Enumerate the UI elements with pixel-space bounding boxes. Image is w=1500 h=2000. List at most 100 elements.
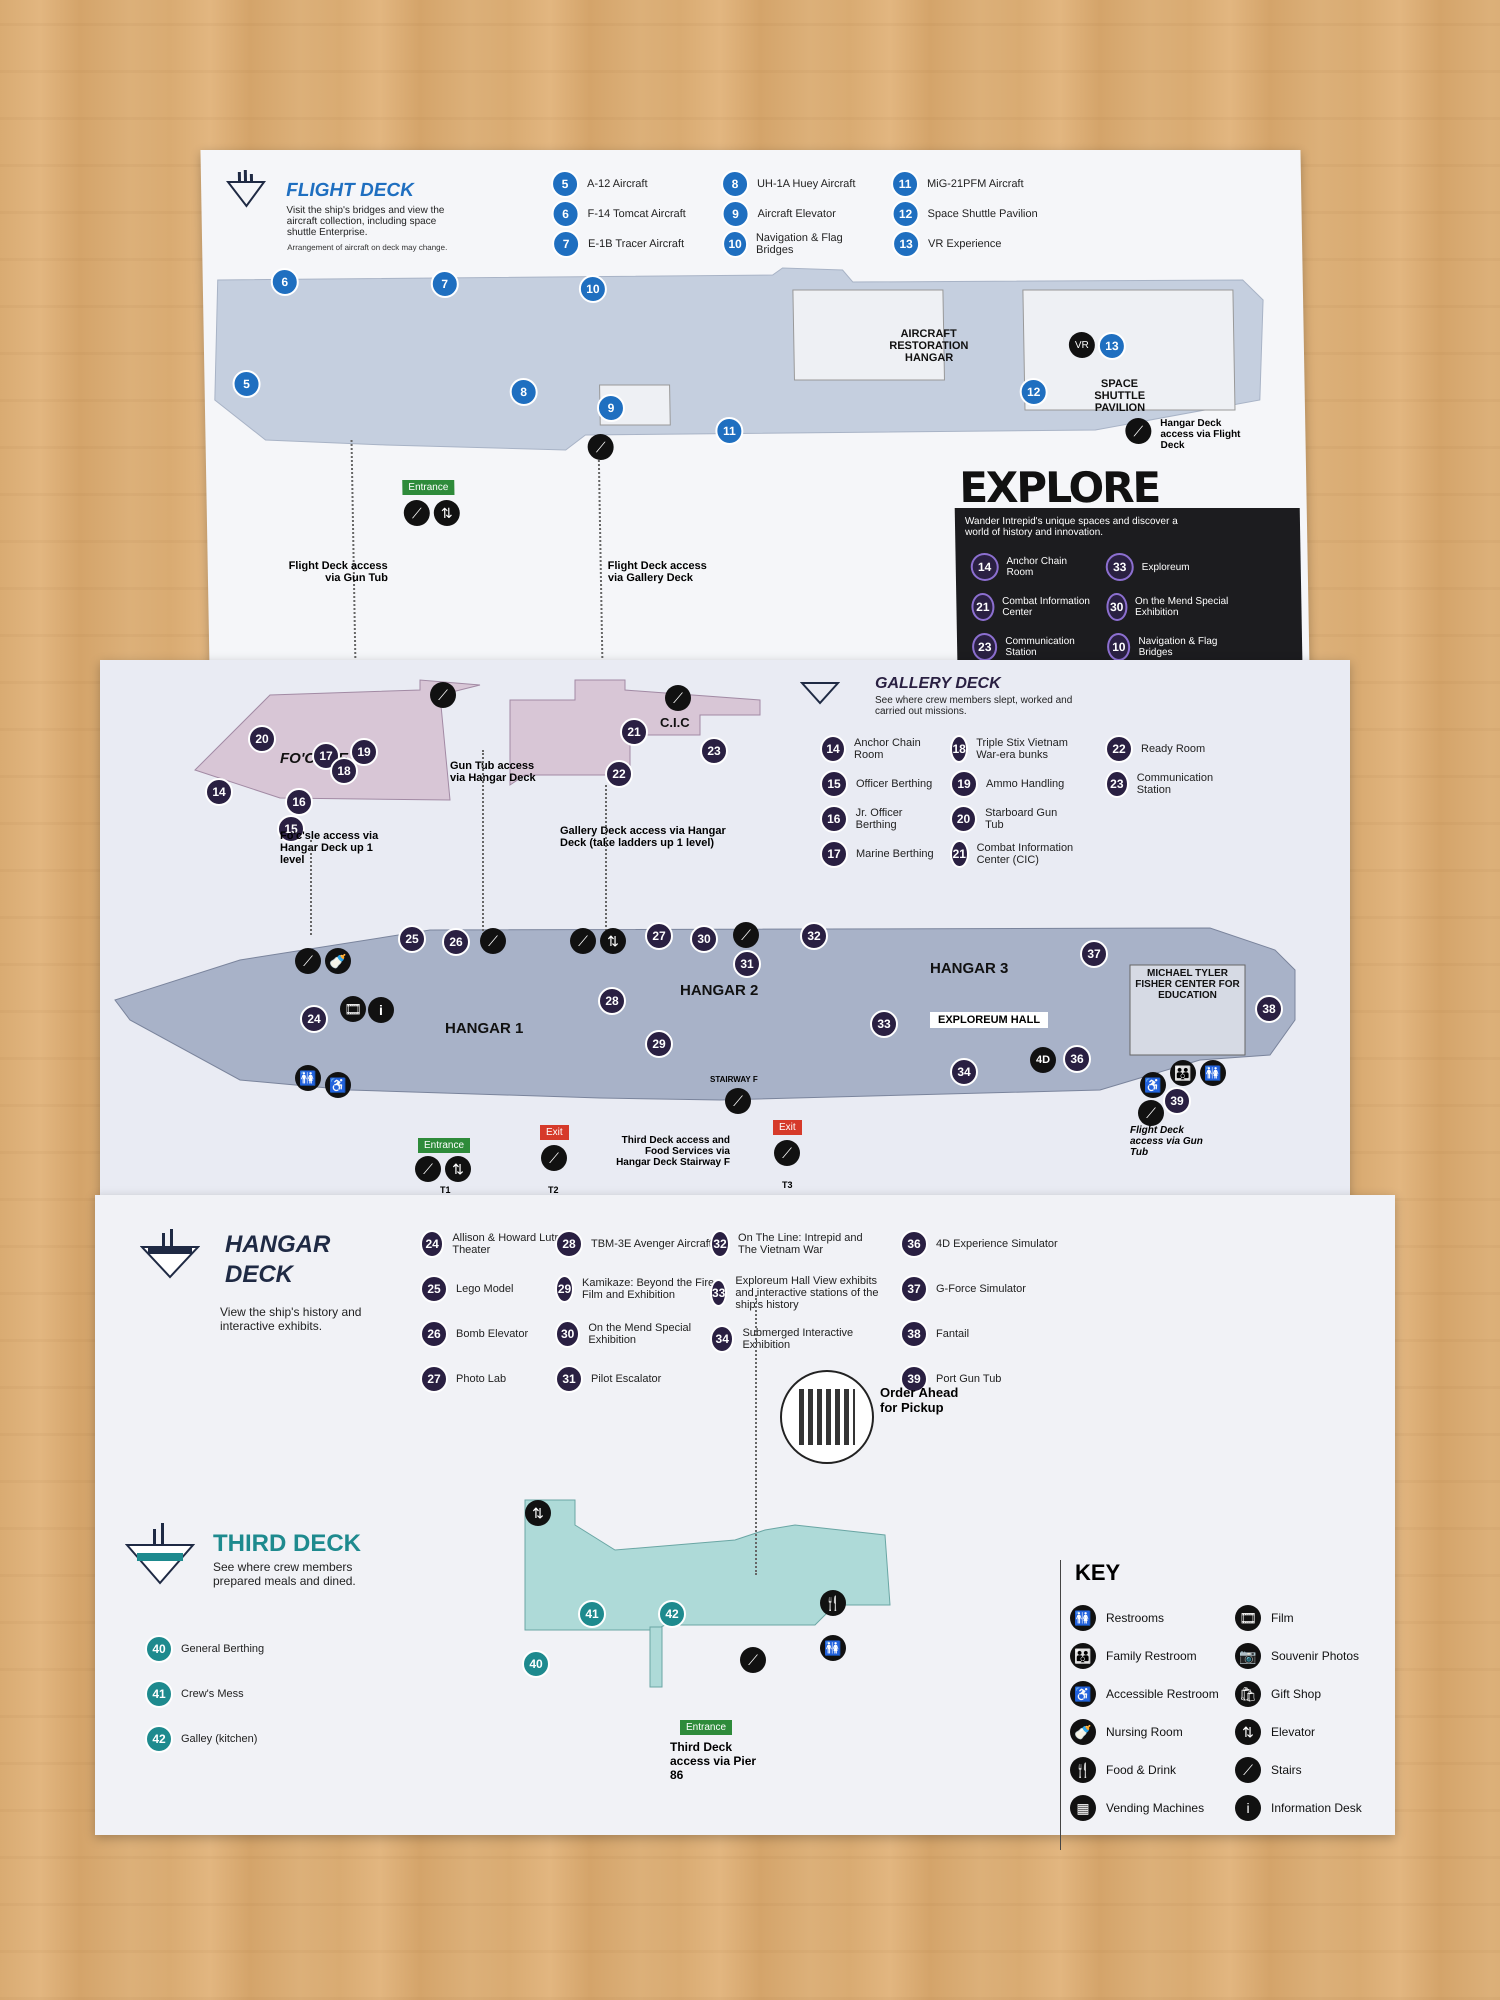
stairs-icon: ⟋ [480, 928, 506, 954]
marker-21[interactable]: 21 [620, 718, 648, 746]
explore-number: 30 [1106, 593, 1128, 621]
explore-label: Navigation & Flag Bridges [1138, 636, 1218, 658]
guntub-access-line [482, 750, 484, 935]
key-label: Souvenir Photos [1271, 1649, 1360, 1663]
flight-deck-panel: FLIGHT DECK Visit the ship's bridges and… [200, 150, 1310, 670]
legend-label: Photo Lab [456, 1373, 507, 1385]
marker-18[interactable]: 18 [330, 757, 358, 785]
marker-20[interactable]: 20 [248, 725, 276, 753]
legend-label: VR Experience [927, 238, 1002, 250]
exit-tag: Exit [540, 1125, 569, 1140]
cic-label: C.I.C [660, 715, 690, 730]
marker-5[interactable]: 5 [232, 370, 261, 398]
marker-34[interactable]: 34 [950, 1058, 978, 1086]
restroom-icon: 🚻 [1200, 1060, 1226, 1086]
stairway-f-line [755, 1295, 757, 1575]
stairs-icon: ⟋ [541, 1145, 567, 1171]
legend-number: 7 [551, 230, 581, 258]
exploreum-hall-label: EXPLOREUM HALL [930, 1012, 1049, 1028]
legend-number: 11 [890, 170, 920, 198]
marker-27[interactable]: 27 [645, 922, 673, 950]
elevator-icon: ⇅ [1235, 1719, 1261, 1745]
legend-label: Space Shuttle Pavilion [927, 208, 1038, 220]
legend-label: General Berthing [181, 1643, 265, 1655]
marker-6[interactable]: 6 [270, 268, 300, 296]
marker-40[interactable]: 40 [522, 1650, 550, 1678]
michael-fisher-label: MICHAEL TYLER FISHER CENTER FOR EDUCATIO… [1135, 968, 1240, 1001]
hangar-3-label: HANGAR 3 [930, 960, 1009, 977]
marker-30[interactable]: 30 [690, 925, 718, 953]
marker-36[interactable]: 36 [1063, 1045, 1091, 1073]
gallery-hangar-panel: GALLERY DECK See where crew members slep… [100, 660, 1350, 1200]
legend-number: 20 [950, 805, 978, 833]
marker-10[interactable]: 10 [578, 275, 608, 303]
marker-7[interactable]: 7 [430, 270, 460, 298]
marker-24[interactable]: 24 [300, 1005, 328, 1033]
legend-number: 16 [820, 805, 848, 833]
marker-19[interactable]: 19 [350, 738, 378, 766]
marker-37[interactable]: 37 [1080, 940, 1108, 968]
marker-25[interactable]: 25 [398, 925, 426, 953]
marker-13[interactable]: 13 [1097, 332, 1127, 360]
marker-12[interactable]: 12 [1019, 378, 1048, 406]
marker-8[interactable]: 8 [509, 378, 538, 406]
legend-label: Starboard Gun Tub [985, 807, 1058, 831]
marker-16[interactable]: 16 [285, 788, 313, 816]
legend-number: 14 [820, 735, 847, 763]
marker-39[interactable]: 39 [1163, 1087, 1191, 1115]
key-item: ▦Vending Machines [1070, 1795, 1204, 1821]
marker-38[interactable]: 38 [1255, 995, 1283, 1023]
stairs-icon: ⟋ [415, 1156, 441, 1182]
key-item: ⇅ Elevator [1235, 1719, 1315, 1745]
legend-label: Ready Room [1141, 743, 1206, 755]
legend-label: On The Line: Intrepid and The Vietnam Wa… [738, 1232, 863, 1256]
marker-26[interactable]: 26 [442, 928, 470, 956]
legend-number: 28 [555, 1230, 583, 1258]
legend-number: 29 [555, 1275, 575, 1303]
explore-label: Exploreum [1141, 561, 1190, 573]
marker-22[interactable]: 22 [605, 760, 633, 788]
legend-number: 38 [900, 1320, 928, 1348]
marker-32[interactable]: 32 [800, 922, 828, 950]
t2-label: T2 [548, 1185, 559, 1195]
marker-15[interactable]: 15 [277, 815, 305, 843]
legend-label: Navigation & Flag Bridges [755, 232, 843, 256]
marker-9[interactable]: 9 [596, 394, 626, 422]
legend-label: Officer Berthing [856, 778, 933, 790]
marker-41[interactable]: 41 [578, 1600, 606, 1628]
legend-number: 40 [145, 1635, 173, 1663]
marker-28[interactable]: 28 [598, 987, 626, 1015]
marker-14[interactable]: 14 [205, 778, 233, 806]
marker-23[interactable]: 23 [700, 737, 728, 765]
restroom-icon: 🚻 [820, 1635, 846, 1661]
focsle-access-line [310, 840, 312, 935]
info-icon: i [1235, 1795, 1261, 1821]
legend-label: Jr. Officer Berthing [855, 807, 903, 831]
marker-42[interactable]: 42 [658, 1600, 686, 1628]
legend-number: 6 [551, 200, 580, 228]
legend-item: 20 Starboard Gun Tub [950, 805, 1075, 833]
marker-31[interactable]: 31 [733, 950, 761, 978]
legend-number: 23 [1105, 770, 1129, 798]
qr-code[interactable] [780, 1370, 874, 1464]
stairway-f-label: STAIRWAY F [710, 1075, 758, 1084]
third-deck-access: Third Deck access via Pier 86 [670, 1740, 757, 1782]
marker-33[interactable]: 33 [870, 1010, 898, 1038]
explore-label: Combat Information Center [1001, 596, 1091, 618]
key-label: Elevator [1271, 1725, 1316, 1739]
marker-29[interactable]: 29 [645, 1030, 673, 1058]
family-restroom-icon: 👪 [1170, 1060, 1196, 1086]
stairs-icon: ⟋ [1125, 418, 1152, 444]
stairs-icon: ⟋ [430, 682, 456, 708]
legend-label: Marine Berthing [856, 848, 934, 860]
legend-number: 26 [420, 1320, 448, 1348]
marker-11[interactable]: 11 [715, 417, 744, 445]
marker-17[interactable]: 17 [312, 742, 340, 770]
